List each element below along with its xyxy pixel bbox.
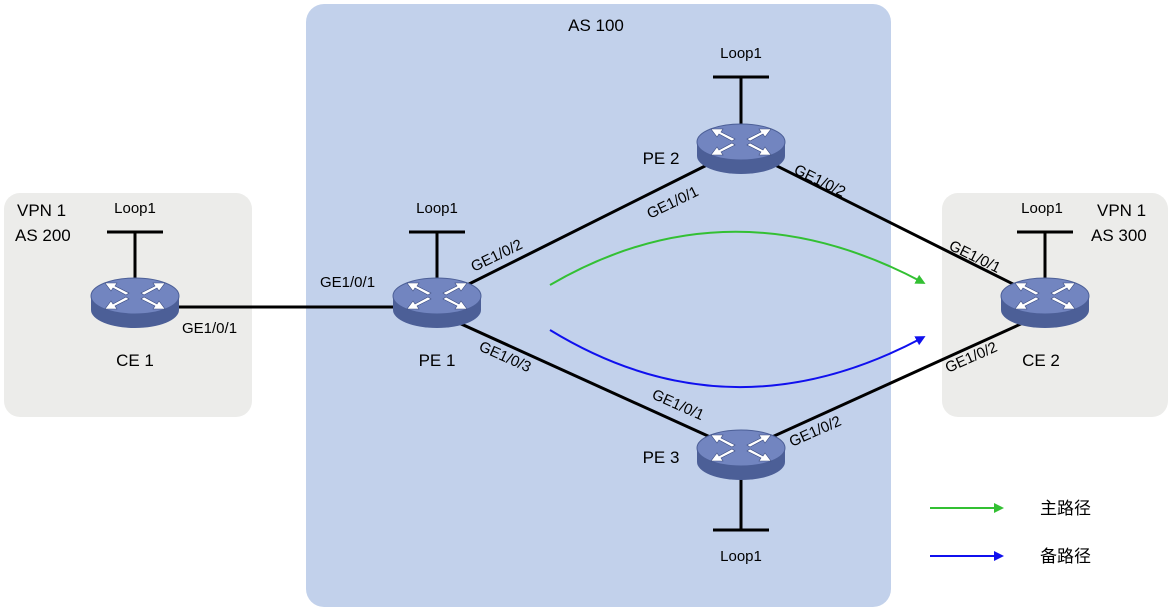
link-pe2-ce2 bbox=[740, 146, 1046, 302]
legend-primary-label: 主路径 bbox=[1040, 499, 1091, 519]
vpn-right-label: VPN 1 bbox=[1097, 201, 1146, 220]
pe2-name: PE 2 bbox=[643, 149, 680, 168]
pe2-loopback-label: Loop1 bbox=[720, 45, 762, 62]
ce1-name: CE 1 bbox=[116, 351, 154, 370]
link-pe1-pe3 bbox=[436, 311, 742, 453]
ce1-loopback-label: Loop1 bbox=[114, 200, 156, 217]
legend-backup-label: 备路径 bbox=[1040, 547, 1091, 567]
backup-path-arrow bbox=[549, 329, 926, 389]
ce2-router-icon[interactable] bbox=[1000, 277, 1090, 329]
as200-label: AS 200 bbox=[15, 226, 71, 245]
iface-ce1-pe1: GE1/0/1 bbox=[182, 320, 237, 337]
pe1-router-icon[interactable] bbox=[392, 277, 482, 329]
ce1-router-icon[interactable] bbox=[90, 277, 180, 329]
pe2-router-icon[interactable] bbox=[696, 123, 786, 175]
as100-label: AS 100 bbox=[568, 16, 624, 35]
pe3-router-icon[interactable] bbox=[696, 429, 786, 481]
pe3-name: PE 3 bbox=[643, 448, 680, 467]
ce2-name: CE 2 bbox=[1022, 351, 1060, 370]
link-pe1-pe2 bbox=[436, 146, 742, 302]
as300-label: AS 300 bbox=[1091, 226, 1147, 245]
ce2-loopback-label: Loop1 bbox=[1021, 200, 1063, 217]
legend: 主路径 备路径 bbox=[930, 499, 1091, 567]
pe3-loopback-label: Loop1 bbox=[720, 548, 762, 565]
pe1-loopback-label: Loop1 bbox=[416, 200, 458, 217]
link-pe3-ce2 bbox=[740, 311, 1046, 453]
iface-pe1-ce1: GE1/0/1 bbox=[320, 274, 375, 291]
vpn-left-label: VPN 1 bbox=[17, 201, 66, 220]
primary-path-arrow bbox=[549, 230, 926, 286]
pe1-name: PE 1 bbox=[419, 351, 456, 370]
